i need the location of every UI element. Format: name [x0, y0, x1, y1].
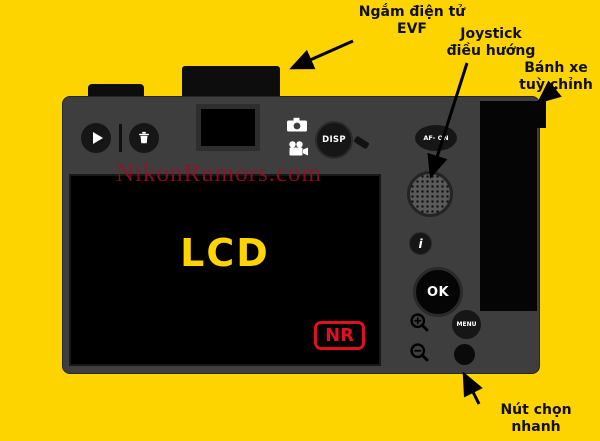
disp-button: DISP [315, 121, 353, 159]
joystick-control [407, 171, 453, 217]
nr-badge: NR [314, 321, 365, 350]
trash-icon [139, 131, 149, 144]
label-quick-select-line1: Nút chọn [500, 402, 572, 418]
right-grip-strip [480, 101, 537, 311]
label-evf: Ngắm điện tử EVF [346, 4, 478, 38]
zoom-out-icon [410, 343, 429, 362]
arrow-quick [462, 371, 483, 405]
photo-camera-icon [287, 117, 307, 132]
evf-eyepiece [196, 104, 260, 151]
camera-body: DISP AF- ON i OK MENU L [62, 96, 540, 374]
label-quick-select-line2: nhanh [511, 419, 561, 435]
video-camera-icon [289, 141, 308, 156]
label-joystick-line2: điều hướng [446, 43, 536, 59]
label-quick-select: Nút chọn nhanh [486, 402, 586, 436]
label-joystick-line1: Joystick [460, 26, 522, 42]
ok-button-label: OK [426, 284, 450, 300]
quick-select-button [454, 344, 475, 365]
label-evf-line1: Ngắm điện tử [358, 4, 466, 20]
arrow-evf [289, 39, 354, 70]
menu-button: MENU [452, 310, 481, 339]
label-evf-line2: EVF [397, 21, 427, 37]
ok-button: OK [413, 267, 463, 317]
disp-button-label: DISP [322, 135, 346, 145]
menu-button-label: MENU [456, 321, 477, 328]
watermark: NikonRumors.com [116, 160, 322, 187]
label-custom-wheel-line1: Bánh xe [524, 60, 588, 76]
info-button-label: i [418, 236, 423, 251]
custom-wheel [482, 101, 546, 128]
lcd-label: LCD [180, 231, 270, 275]
label-custom-wheel-line2: tuỳ chỉnh [519, 77, 593, 93]
af-on-button: AF- ON [415, 125, 457, 151]
delete-button [129, 123, 159, 153]
af-on-button-label: AF- ON [423, 134, 449, 142]
top-left-dial [88, 84, 144, 98]
zoom-in-icon [410, 313, 429, 332]
evf-eyepiece-glass [201, 109, 255, 146]
lcd-screen: LCD NR [69, 174, 381, 366]
play-icon [92, 132, 103, 144]
playback-button [81, 123, 111, 153]
label-custom-wheel: Bánh xe tuỳ chỉnh [514, 60, 598, 94]
label-joystick: Joystick điều hướng [436, 26, 546, 60]
info-button: i [409, 232, 432, 255]
button-divider [119, 124, 122, 152]
disp-lever [353, 135, 370, 150]
